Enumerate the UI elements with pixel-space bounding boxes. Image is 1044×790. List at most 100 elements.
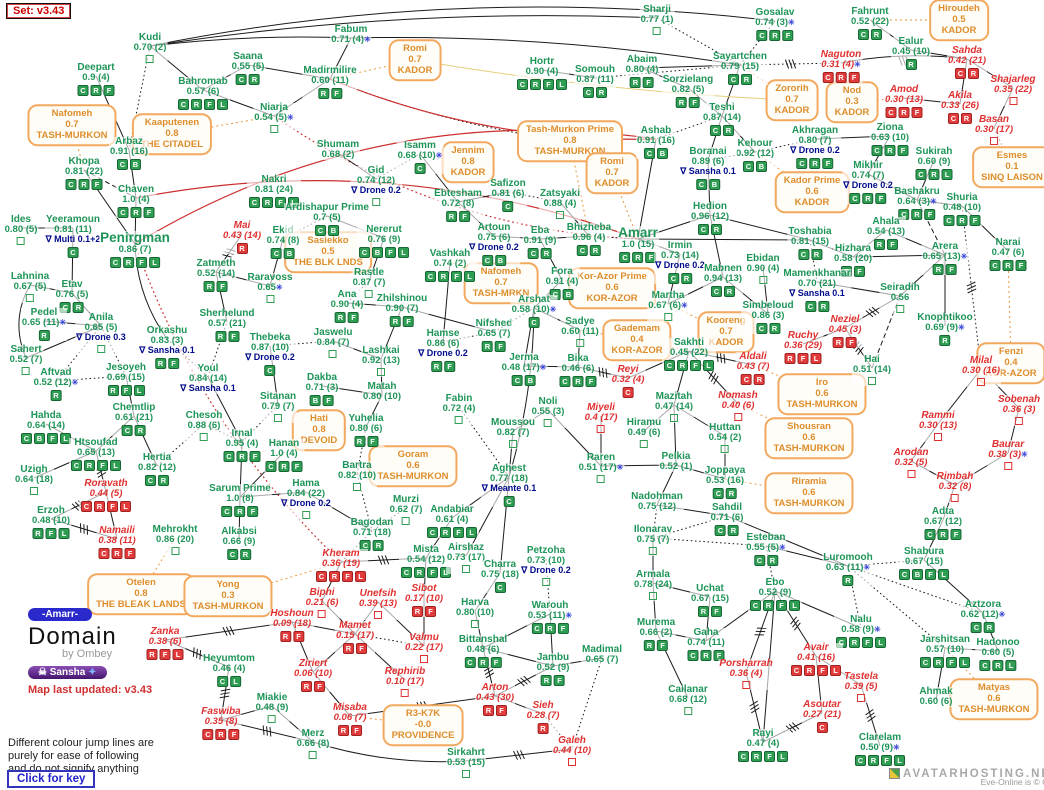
station-badge-l: L [830,665,841,677]
region-link-region: THE BLK LNDS [293,257,363,269]
station-badges [260,413,296,423]
system-name: Akila [948,90,972,101]
system-security-jumps: 0.43 (7) [736,361,770,373]
station-badge-f: F [945,264,957,276]
no-station-square-icon [649,592,657,601]
station-badge-f: F [453,527,464,539]
map-legend: -Amarr- Domain by Ombey ☠ Sansha ✦ Map l… [28,604,152,696]
system-security-jumps: 0.80 (5) [4,224,38,236]
station-badge-c: C [517,79,528,91]
map-byline: by Ombey [62,648,113,660]
station-badge-r: R [249,74,260,86]
station-badge-f: F [167,357,179,369]
station-badge-c: C [559,376,571,388]
station-badge-c: C [401,567,412,579]
region-link-sec: 0.7 [605,167,619,179]
no-station-square-icon [684,707,692,716]
system-security-jumps: 0.52 (9) [758,587,792,599]
system-name: Ashab [640,125,672,136]
station-badge-l: L [398,247,409,259]
station-badge-l: L [875,637,886,649]
station-badges [256,714,289,724]
station-badge-r: R [73,302,84,314]
no-station-square-icon [199,433,208,442]
system-security-jumps: 0.81 (24) [254,184,294,196]
station-badge-c: C [117,159,128,171]
station-badge-r: R [373,540,384,552]
station-badges [314,349,353,359]
station-badge-r: R [50,390,62,402]
no-station-square-icon [171,547,179,556]
station-badge-c: C [687,650,699,662]
station-badge-c: C [885,107,897,119]
system-security-jumps: 0.75 (12) [637,501,677,513]
system-name: Aghest [492,463,526,474]
system-name: Sorzielang [662,74,714,85]
system-name: Zanka [150,626,180,637]
station-badge-r: R [754,374,765,386]
system-name: Mamet [339,620,371,631]
station-badges [281,510,331,520]
station-badges [880,304,919,314]
system-security-jumps: 0.90 (4) [746,263,780,275]
no-station-square-icon [301,510,310,519]
system-security-jumps: 0.4 (17) [584,412,618,424]
watermark: AVATARHOSTING.NETEve-Online is © CCP [889,768,1044,787]
system-name: Saana [233,51,263,62]
station-badge-f: F [351,725,362,737]
system-security-jumps: 0.53 (11)✳ [527,610,573,622]
faction-warning: ∇ Sansha 0.1 [139,345,195,356]
click-for-key-button[interactable]: Click for key [7,770,96,788]
station-badge-c: C [110,256,121,268]
station-badge-r: R [445,211,457,223]
station-badge-b: B [130,159,141,171]
station-badge-r: R [204,281,215,293]
system-security-jumps: 0.39 (5) [844,681,878,693]
jump-line-mamet-valmu [354,633,425,647]
station-badge-r: R [763,600,774,612]
jump-line-penirgman-kheram [134,243,342,563]
station-badge-f: F [585,376,597,388]
system-security-jumps: 0.66 (2) [639,627,673,639]
border-tick-icon [602,367,604,378]
station-badges [844,693,878,703]
no-station-square-icon [670,414,678,423]
station-badge-l: L [149,256,160,268]
station-badge-r: R [632,251,644,263]
system-name: Milal [969,355,993,366]
station-badge-r: R [740,74,752,86]
station-badge-c: C [503,495,515,507]
faction-warning: ∇ Drone 0.2 [521,565,571,576]
system-name: Bhizheba [566,222,612,233]
system-name: Sitanan [259,391,297,402]
system-security-jumps: 0.62 (12)✳ [960,609,1006,621]
no-station-square-icon [462,565,470,574]
region-link-name: Tash-Murkon Prime [526,124,614,136]
system-name: Ealur [898,36,924,47]
